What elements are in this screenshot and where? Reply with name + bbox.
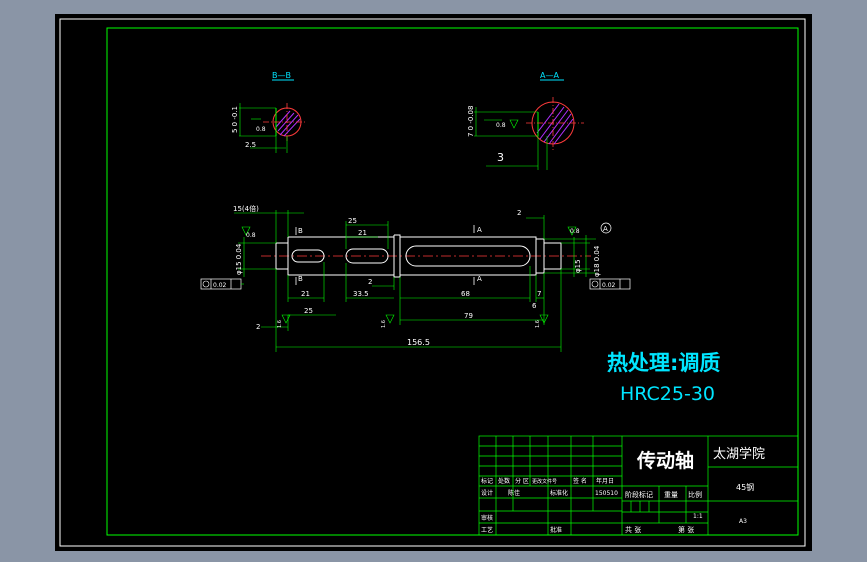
section-mark-a-bottom: A (477, 275, 482, 283)
outer-border (59, 18, 806, 547)
sheet-number-label: 第 张 (678, 525, 694, 534)
section-b-depth-dim: 5 0 -0.1 (231, 106, 239, 133)
row-label-0: 标记 (481, 477, 493, 485)
design-label: 设计 (481, 489, 493, 497)
ra-1-6-a: 1.6 (277, 320, 283, 328)
part-name: 传动轴 (636, 449, 694, 472)
engineering-drawing: B—B 5 0 -0.1 0.8 2.5 (59, 18, 806, 547)
ra-1-6-b: 1.6 (381, 320, 387, 328)
total-sheets-label: 共 张 (625, 525, 641, 534)
dim-chamfer: 15(4倍) (233, 204, 259, 213)
title-block (478, 435, 799, 536)
stage-mark-label: 阶段标记 (625, 490, 653, 499)
tolerance-frame-left: 0.02 (200, 278, 244, 290)
section-b-ra: 0.8 (256, 126, 266, 133)
dim-2-right: 2 (517, 209, 521, 217)
revision-header-row: 标记 处数 分 区 更改文件号 签 名 年月日 (481, 477, 614, 485)
heat-treatment-title: 热处理:调质 (607, 351, 720, 375)
designer-name: 陈佳 (508, 489, 520, 497)
section-a-width-dim: 3 (497, 151, 504, 164)
dim-dia-left: φ15 0.04 (235, 243, 243, 275)
row-label-5: 年月日 (596, 477, 614, 485)
section-mark-a-top: A (477, 226, 482, 234)
datum-a-circle (600, 222, 612, 234)
dim-25-bottom: 25 (304, 307, 313, 315)
dim-2-bottom: 2 (256, 323, 260, 331)
drawing-sheet: B—B 5 0 -0.1 0.8 2.5 (55, 14, 812, 551)
scale-value: 1:1 (693, 513, 703, 520)
section-a-label: A—A (540, 71, 559, 80)
tolerance-left-value: 0.02 (213, 282, 227, 289)
scale-label: 比例 (688, 490, 702, 499)
dim-dia-right-a: φ15 (574, 259, 582, 273)
process-label: 工艺 (481, 526, 493, 534)
dim-dia-right-b: φ18 0.04 (593, 245, 601, 277)
row-label-4: 签 名 (573, 477, 587, 485)
datum-a-label: A (603, 225, 608, 233)
hardness-note: HRC25-30 (620, 383, 715, 405)
school-name: 太湖学院 (713, 446, 765, 462)
design-date: 150510 (595, 490, 618, 497)
dim-ra-right: 0.8 (570, 228, 580, 235)
dim-6: 6 (532, 302, 537, 310)
paper-code: A3 (739, 518, 747, 525)
section-mark-b-bottom: B (298, 275, 303, 283)
section-a-view: A—A 7 0 -0.08 0.8 (467, 71, 584, 170)
dim-total-length: 156.5 (407, 338, 430, 347)
dim-25-top: 25 (348, 217, 357, 225)
row-label-1: 处数 (498, 477, 510, 485)
section-a-ra: 0.8 (496, 122, 506, 129)
approve-label: 批准 (550, 526, 562, 534)
dim-21-top: 21 (358, 229, 367, 237)
tolerance-right-value: 0.02 (602, 282, 616, 289)
section-a-depth-dim: 7 0 -0.08 (467, 106, 475, 137)
dim-79: 79 (464, 312, 473, 320)
row-label-3: 更改文件号 (532, 478, 557, 485)
dim-33-5: 33.5 (353, 290, 369, 298)
standardization-label: 标准化 (550, 489, 568, 497)
dim-7: 7 (537, 290, 541, 298)
section-b-width-dim: 2.5 (245, 141, 256, 149)
dim-2-a: 2 (368, 278, 372, 286)
ra-1-6-c: 1.6 (535, 320, 541, 328)
section-mark-b-top: B (298, 227, 303, 235)
material: 45钢 (736, 482, 754, 492)
section-b-view: B—B 5 0 -0.1 0.8 2.5 (231, 71, 306, 153)
dim-ra-left: 0.8 (246, 232, 256, 239)
dim-68: 68 (461, 290, 470, 298)
dim-21: 21 (301, 290, 310, 298)
shaft-main-view: B B A A (200, 204, 631, 352)
weight-label: 重量 (664, 491, 678, 499)
section-b-label: B—B (272, 71, 291, 80)
row-label-2: 分 区 (515, 477, 529, 485)
review-label: 审核 (481, 514, 493, 522)
tolerance-frame-right: 0.02 (589, 278, 631, 290)
inner-frame (106, 27, 799, 536)
